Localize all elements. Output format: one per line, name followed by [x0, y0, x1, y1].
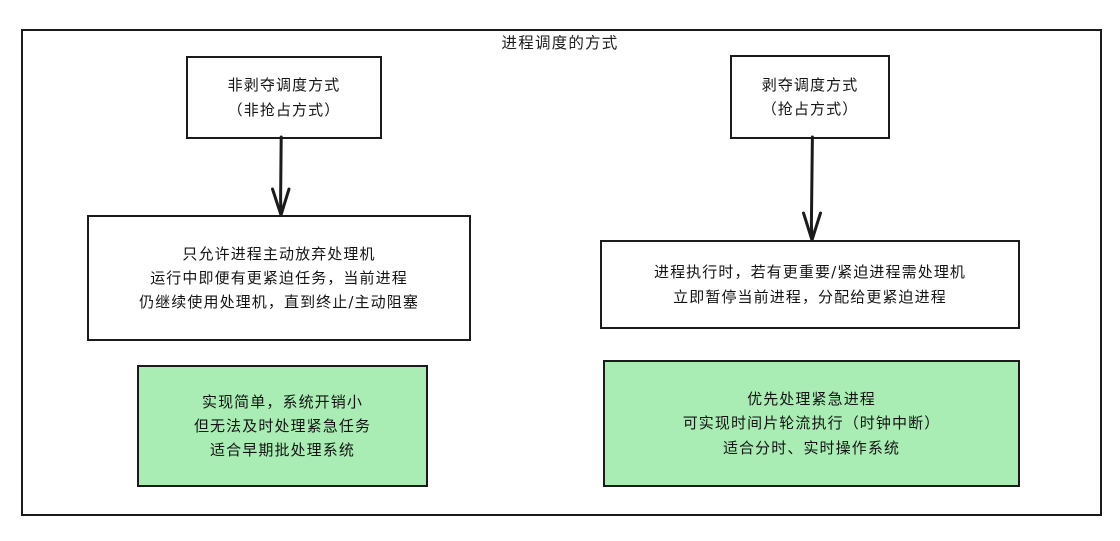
node-line: 只允许进程主动放弃处理机: [182, 244, 376, 263]
node-line: 实现简单，系统开销小: [201, 392, 363, 411]
node-line: 适合早期批处理系统: [210, 441, 355, 460]
node-line: （非抢占方式）: [227, 100, 341, 119]
node-line: 但无法及时处理紧急任务: [193, 416, 372, 435]
node-line: 立即暂停当前进程，分配给更紧迫进程: [673, 287, 947, 306]
node-line: 运行中即便有更紧迫任务，当前进程: [150, 268, 408, 287]
node-line: 可实现时间片轮流执行（时钟中断）: [682, 414, 941, 433]
page-title: 进程调度的方式: [501, 34, 619, 52]
node-nonpreemptive-evaluation: 实现简单，系统开销小 但无法及时处理紧急任务 适合早期批处理系统: [137, 365, 428, 487]
node-line: 进程执行时，若有更重要/紧迫进程需处理机: [653, 263, 967, 282]
node-preemptive-title: 剥夺调度方式 （抢占方式）: [730, 55, 890, 139]
node-line: 适合分时、实时操作系统: [722, 438, 901, 457]
node-line: 优先处理紧急进程: [747, 390, 876, 409]
arrow-down-icon: [799, 135, 825, 242]
node-nonpreemptive-description: 只允许进程主动放弃处理机 运行中即便有更紧迫任务，当前进程 仍继续使用处理机，直…: [87, 215, 471, 341]
arrow-down-icon: [268, 135, 294, 217]
node-line: 仍继续使用处理机，直到终止/主动阻塞: [139, 293, 419, 312]
node-preemptive-evaluation: 优先处理紧急进程 可实现时间片轮流执行（时钟中断） 适合分时、实时操作系统: [603, 360, 1020, 487]
node-line: 剥夺调度方式: [761, 75, 859, 94]
node-preemptive-description: 进程执行时，若有更重要/紧迫进程需处理机 立即暂停当前进程，分配给更紧迫进程: [600, 240, 1020, 329]
node-nonpreemptive-title: 非剥夺调度方式 （非抢占方式）: [186, 56, 382, 139]
node-line: 非剥夺调度方式: [227, 76, 341, 95]
node-line: （抢占方式）: [761, 100, 859, 118]
